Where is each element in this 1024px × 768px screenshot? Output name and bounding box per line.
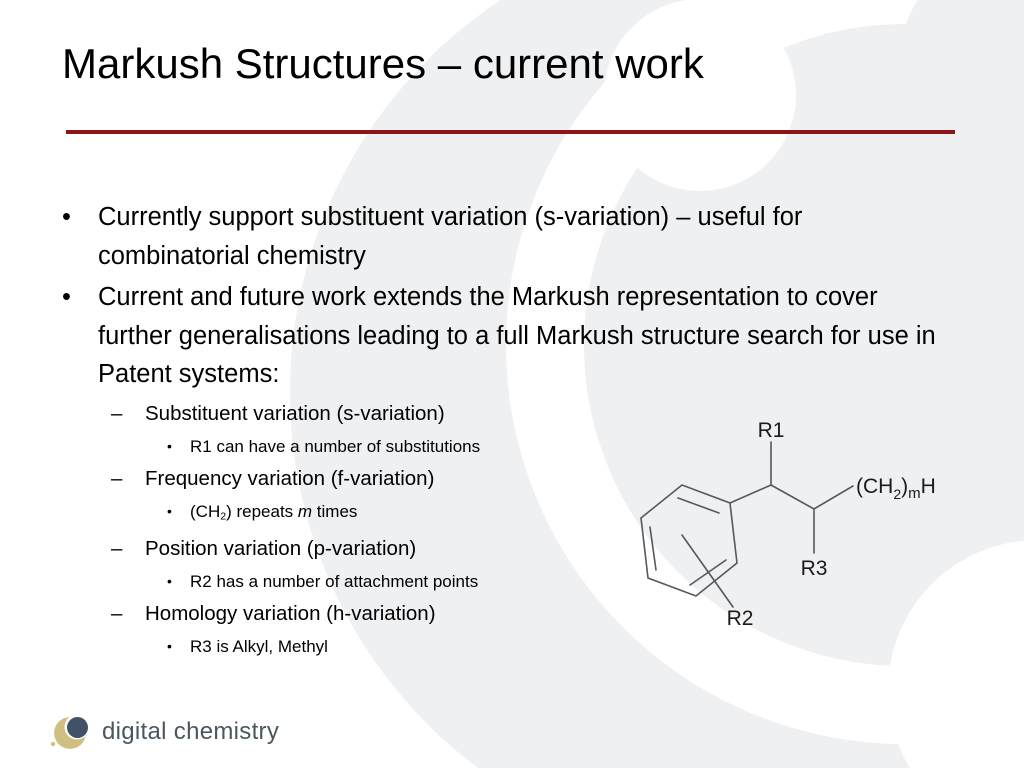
sub-bullet-frequency-variation: – Frequency variation (f-variation) xyxy=(0,462,1024,496)
logo-mark-icon xyxy=(50,717,88,749)
dash-marker-icon: – xyxy=(111,401,123,425)
sub-bullet-homology-variation: – Homology variation (h-variation) xyxy=(0,597,1024,631)
bullet-marker-icon: • xyxy=(167,437,172,454)
sub-bullet-text: Substituent variation (s-variation) xyxy=(145,401,445,425)
logo-text: digital chemistry xyxy=(102,718,280,745)
bullet-marker-icon: • xyxy=(167,637,172,654)
logo-circle xyxy=(67,717,88,738)
bullet-level1: • Current and future work extends the Ma… xyxy=(0,278,1024,394)
ch2-close: ) repeats xyxy=(226,501,298,521)
bullet-text: Currently support substituent variation … xyxy=(98,203,803,270)
digital-chemistry-logo: digital chemistry xyxy=(46,706,346,758)
sub-bullet-text: R2 has a number of attachment points xyxy=(190,571,479,591)
sub-bullet-text: Frequency variation (f-variation) xyxy=(145,466,435,490)
bullet-marker-icon: • xyxy=(62,203,71,231)
dash-marker-icon: – xyxy=(111,466,123,490)
slide-body: • Currently support substituent variatio… xyxy=(0,198,1024,662)
bullet-level1: • Currently support substituent variatio… xyxy=(0,198,1024,275)
title-divider-rule xyxy=(66,130,955,134)
sub-bullet-r3-alkyl-methyl: • R3 is Alkyl, Methyl xyxy=(0,631,1024,662)
sub-bullet-r1-substitutions: • R1 can have a number of substitutions xyxy=(0,431,1024,462)
ch2-m-variable: m xyxy=(297,501,313,521)
sub-bullet-text: (CH2) repeats m times xyxy=(190,501,358,522)
sub-bullet-text: R3 is Alkyl, Methyl xyxy=(190,636,328,656)
sub-bullet-text: Position variation (p-variation) xyxy=(145,536,417,560)
slide-title: Markush Structures – current work xyxy=(62,40,704,87)
logo-dot xyxy=(50,741,56,747)
bullet-marker-icon: • xyxy=(62,283,71,311)
bullet-marker-icon: • xyxy=(167,502,172,519)
sub-bullet-text: Homology variation (h-variation) xyxy=(145,601,436,625)
bg-white-blob xyxy=(604,0,796,191)
dash-marker-icon: – xyxy=(111,601,123,625)
sub-bullet-r2-attachment-points: • R2 has a number of attachment points xyxy=(0,566,1024,597)
sub-bullet-text: R1 can have a number of substitutions xyxy=(190,436,481,456)
bullet-marker-icon: • xyxy=(167,572,172,589)
ch2-tail: times xyxy=(312,501,358,521)
dash-marker-icon: – xyxy=(111,536,123,560)
sub-bullet-ch2-repeats: • (CH2) repeats m times xyxy=(0,496,1024,532)
sub-bullet-position-variation: – Position variation (p-variation) xyxy=(0,532,1024,566)
ch2-open: (CH xyxy=(190,501,221,521)
sub-bullet-substituent-variation: – Substituent variation (s-variation) xyxy=(0,397,1024,431)
bullet-text: Current and future work extends the Mark… xyxy=(98,283,936,388)
ch2-subscript: 2 xyxy=(220,509,227,522)
